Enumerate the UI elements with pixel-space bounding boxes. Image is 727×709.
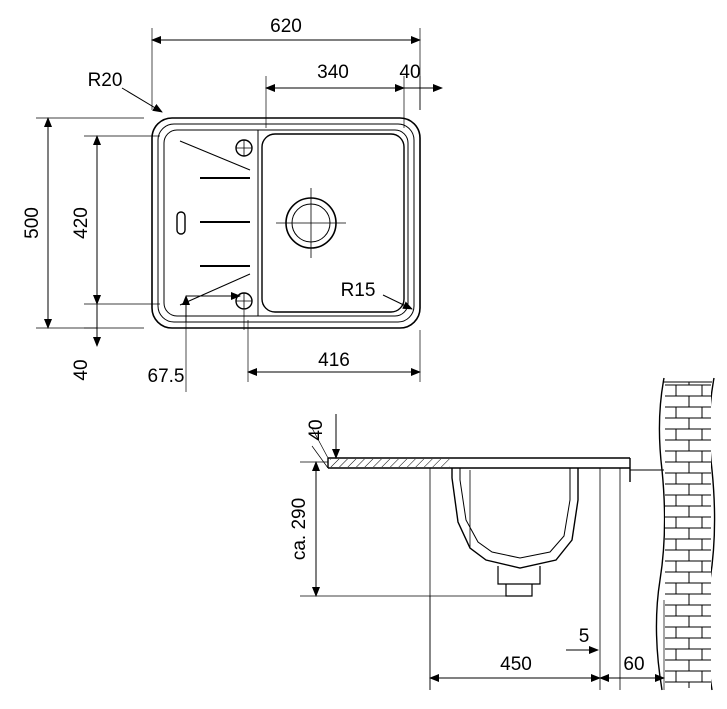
dimension-5: 5 — [566, 626, 599, 654]
dimension-67-5: 67.5 — [148, 292, 245, 392]
dim-620-label: 620 — [270, 16, 302, 37]
dimension-40-bottom: 40 — [71, 304, 101, 381]
sink-bowl — [257, 130, 405, 316]
dimension-40-side: 40 — [306, 414, 340, 469]
dim-67-5-label: 67.5 — [148, 366, 185, 387]
radius-r20: R20 — [88, 70, 163, 113]
dim-5-label: 5 — [579, 626, 590, 647]
dimension-420: 420 — [71, 135, 160, 305]
tap-holes — [235, 139, 253, 310]
dimension-620: 620 — [151, 16, 421, 110]
dim-40-top-label: 40 — [399, 62, 420, 83]
wall-brick — [655, 377, 716, 691]
dimension-ca-290: ca. 290 — [289, 461, 506, 597]
sink-outline — [151, 117, 421, 329]
dim-450-label: 450 — [500, 654, 532, 675]
drainer-grooves — [176, 140, 251, 306]
dim-ca-290-label: ca. 290 — [289, 498, 310, 560]
dim-340-label: 340 — [317, 62, 349, 83]
dim-40-side-label: 40 — [306, 419, 327, 440]
dim-416-label: 416 — [318, 350, 350, 371]
dim-60-label: 60 — [623, 654, 644, 675]
radius-r15: R15 — [341, 280, 413, 310]
dim-420-label: 420 — [71, 207, 92, 239]
dimension-340-40: 340 40 — [265, 62, 443, 128]
side-section-view-group: 40 ca. 290 450 5 60 — [289, 377, 716, 691]
dimension-450: 450 — [429, 596, 601, 690]
r15-label: R15 — [341, 280, 376, 301]
dimension-60: 60 — [599, 600, 665, 690]
sink-section — [327, 457, 664, 690]
dim-40-bottom-label: 40 — [71, 359, 92, 380]
r20-label: R20 — [88, 70, 123, 91]
dimension-416: 416 — [247, 320, 421, 382]
dim-500-label: 500 — [22, 207, 43, 239]
top-view-group: 620 340 40 R20 R15 500 — [22, 16, 443, 392]
